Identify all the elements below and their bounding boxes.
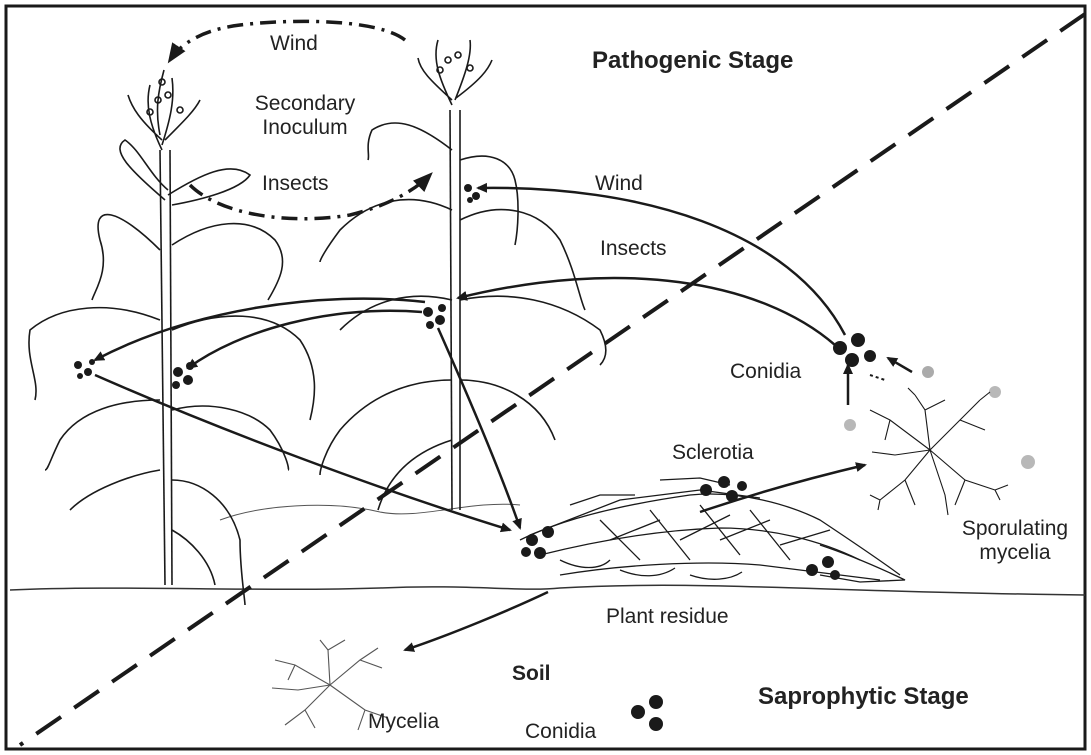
plant-residue-label: Plant residue <box>606 605 729 629</box>
arrow-secondary-left-low <box>95 299 425 360</box>
pathogenic-stage-label: Pathogenic Stage <box>592 47 793 75</box>
soil-label: Soil <box>512 662 551 686</box>
sporulating-mycelia-drawing <box>870 388 1008 515</box>
saprophytic-stage-label: Saprophytic Stage <box>758 683 969 711</box>
secondary-inoculum-line-2: Inoculum <box>235 116 375 140</box>
sclerotia-label: Sclerotia <box>672 441 754 465</box>
insects-label-mid: Insects <box>600 237 667 261</box>
border-frame <box>6 6 1085 749</box>
sporulating-line-2: mycelia <box>940 541 1090 565</box>
arrow-wind-to-plant <box>478 188 845 335</box>
arrow-secondary-left-ear <box>188 311 422 368</box>
infection-site-right-ear <box>423 304 446 329</box>
spore-particles <box>844 366 1035 469</box>
stage-divider-line <box>20 14 1085 745</box>
arrow-leaf-to-residue <box>95 375 510 530</box>
conidia-label-upper: Conidia <box>730 360 801 384</box>
dotted-link <box>870 375 885 380</box>
infection-site-right-upper <box>464 184 480 203</box>
arrow-spore-to-conidia <box>888 358 912 372</box>
conidia-cluster-lower <box>631 695 663 731</box>
arrow-insects-to-plant <box>458 278 835 345</box>
conidia-cluster-upper <box>833 333 876 367</box>
arrow-residue-to-soil <box>405 592 548 650</box>
infection-site-left-low <box>74 359 95 379</box>
conidia-label-lower: Conidia <box>525 720 596 744</box>
wind-label-top: Wind <box>270 32 318 56</box>
secondary-inoculum-line-1: Secondary <box>235 92 375 116</box>
insects-label-top: Insects <box>262 172 329 196</box>
arrow-plant-to-residue <box>438 328 520 528</box>
ground-horizon <box>220 504 520 520</box>
mycelia-label: Mycelia <box>368 710 439 734</box>
wind-label-right: Wind <box>595 172 643 196</box>
corn-plant-left <box>29 70 315 605</box>
secondary-inoculum-label: Secondary Inoculum <box>235 92 375 140</box>
plant-residue-drawing <box>520 478 905 582</box>
sporulating-mycelia-label: Sporulating mycelia <box>940 517 1090 565</box>
sporulating-line-1: Sporulating <box>940 517 1090 541</box>
